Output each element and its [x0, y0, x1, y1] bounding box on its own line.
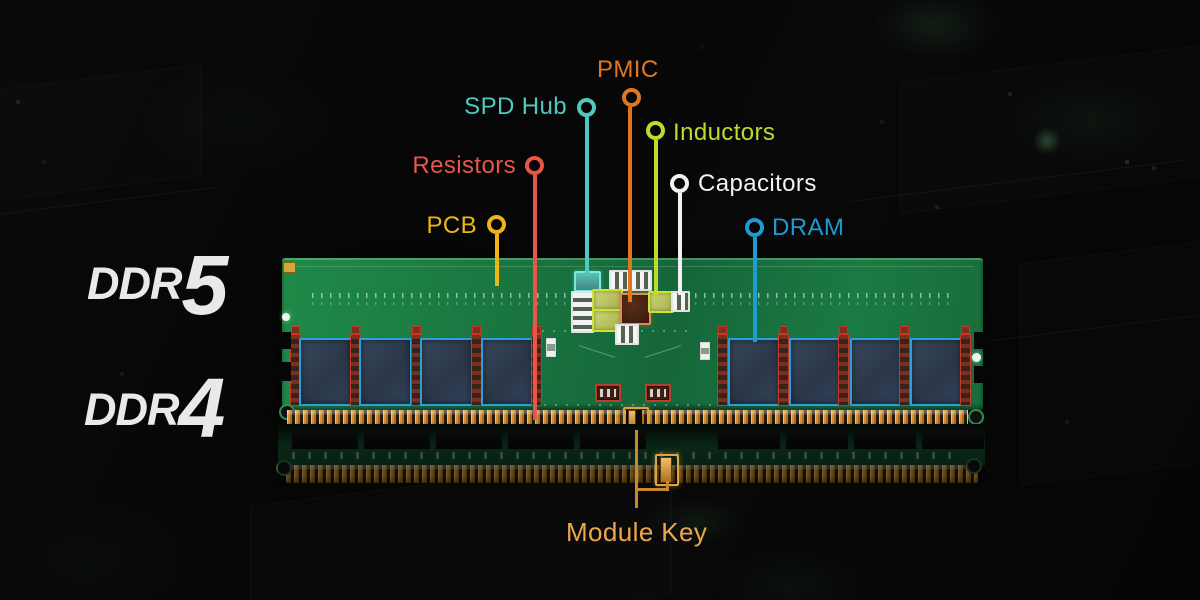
- pmic-callout-dot: [622, 88, 641, 107]
- solder-pad-row: [686, 293, 956, 298]
- resistors-label: Resistors: [412, 152, 516, 179]
- spd-hub-callout-dot: [577, 98, 596, 117]
- edge-notch: [974, 366, 989, 383]
- background-speck: [120, 372, 124, 376]
- ddr4-edge-pins: [286, 465, 978, 483]
- capacitor-component: [630, 270, 652, 291]
- dram-label: DRAM: [772, 214, 845, 241]
- background-circuit-panel: [900, 38, 1200, 214]
- ddr4-module: [276, 424, 985, 486]
- edge-notch: [276, 362, 291, 381]
- background-speck: [1152, 166, 1156, 170]
- dram-chip: [299, 338, 352, 406]
- background-speck: [700, 45, 704, 49]
- background-speck: [935, 205, 939, 209]
- resistor-strip: [778, 326, 789, 406]
- background-speck: [16, 100, 20, 104]
- resistor-column: [571, 291, 594, 333]
- solder-pad-row: [312, 293, 570, 298]
- dram-chip: [922, 428, 984, 449]
- module-key-label: Module Key: [566, 517, 708, 547]
- dram-chip: [789, 338, 842, 406]
- dram-chip: [850, 338, 903, 406]
- pmic-label: PMIC: [597, 56, 659, 83]
- background-speck: [42, 160, 46, 164]
- background-circuit-panel: [1020, 236, 1200, 485]
- dram-chip: [292, 428, 358, 449]
- ddr5-title-prefix: DDR: [87, 258, 182, 309]
- capacitors-callout-dot: [670, 174, 689, 193]
- pcb-label: PCB: [426, 212, 477, 239]
- smd-component: [283, 262, 296, 273]
- dram-chip: [580, 428, 646, 449]
- screw-hole: [966, 458, 982, 474]
- dram-chip: [364, 428, 430, 449]
- screw-hole: [968, 409, 984, 425]
- capacitor-component: [546, 338, 556, 357]
- component-row: [292, 452, 954, 459]
- resistor-group: [595, 384, 621, 402]
- pmic-chip: [620, 293, 651, 325]
- background-speck: [1125, 160, 1129, 164]
- pcb-callout-line: [495, 234, 499, 286]
- inductor-component: [592, 289, 623, 311]
- capacitors-callout-line: [678, 193, 682, 295]
- dram-chip: [910, 338, 963, 406]
- resistor-strip: [960, 326, 971, 406]
- capacitor-component: [700, 342, 710, 360]
- capacitor-component: [615, 324, 639, 345]
- pmic-callout-line: [628, 107, 632, 302]
- dram-callout-line: [753, 237, 757, 342]
- resistors-callout-line: [533, 175, 537, 420]
- dram-chip: [728, 338, 781, 406]
- screw-hole: [276, 460, 292, 476]
- dram-chip: [854, 428, 916, 449]
- resistor-strip: [717, 326, 728, 406]
- ddr4-shadow-overlay: [278, 424, 985, 484]
- dram-chip: [481, 338, 534, 406]
- background-speck: [1008, 92, 1012, 96]
- resistors-callout-dot: [525, 156, 544, 175]
- spd-hub-callout-line: [585, 117, 589, 275]
- capacitors-label: Capacitors: [698, 170, 817, 197]
- mounting-hole: [972, 353, 981, 362]
- resistor-group: [645, 384, 671, 402]
- pcb-callout-dot: [487, 215, 506, 234]
- dram-chip: [718, 428, 780, 449]
- dram-chip: [420, 338, 473, 406]
- background-speck: [1065, 420, 1069, 424]
- background-circuit-panel: [0, 64, 202, 208]
- inductors-callout-line: [654, 140, 658, 295]
- resistor-strip: [838, 326, 849, 406]
- solder-pad-row: [302, 404, 962, 406]
- dram-chip: [359, 338, 412, 406]
- ddr4-title-prefix: DDR: [84, 384, 179, 435]
- solder-pad-row: [312, 302, 570, 305]
- dram-chip: [508, 428, 574, 449]
- module-key-bracket-line: [635, 488, 669, 491]
- silkscreen-line: [291, 266, 974, 267]
- dram-chip: [786, 428, 848, 449]
- solder-pad-row: [686, 302, 956, 305]
- resistor-strip: [899, 326, 910, 406]
- ddr5-module: [276, 258, 989, 436]
- background-speck: [880, 120, 884, 124]
- dram-chip: [436, 428, 502, 449]
- edge-notch: [974, 332, 989, 349]
- inductors-label: Inductors: [673, 119, 776, 146]
- mounting-hole: [282, 313, 290, 321]
- module-key-bracket-line: [635, 430, 638, 508]
- edge-notch: [276, 332, 291, 349]
- dram-callout-dot: [745, 218, 764, 237]
- inductors-callout-dot: [646, 121, 665, 140]
- module-key-bracket-line: [666, 481, 669, 491]
- spd-hub-label: SPD Hub: [464, 93, 567, 120]
